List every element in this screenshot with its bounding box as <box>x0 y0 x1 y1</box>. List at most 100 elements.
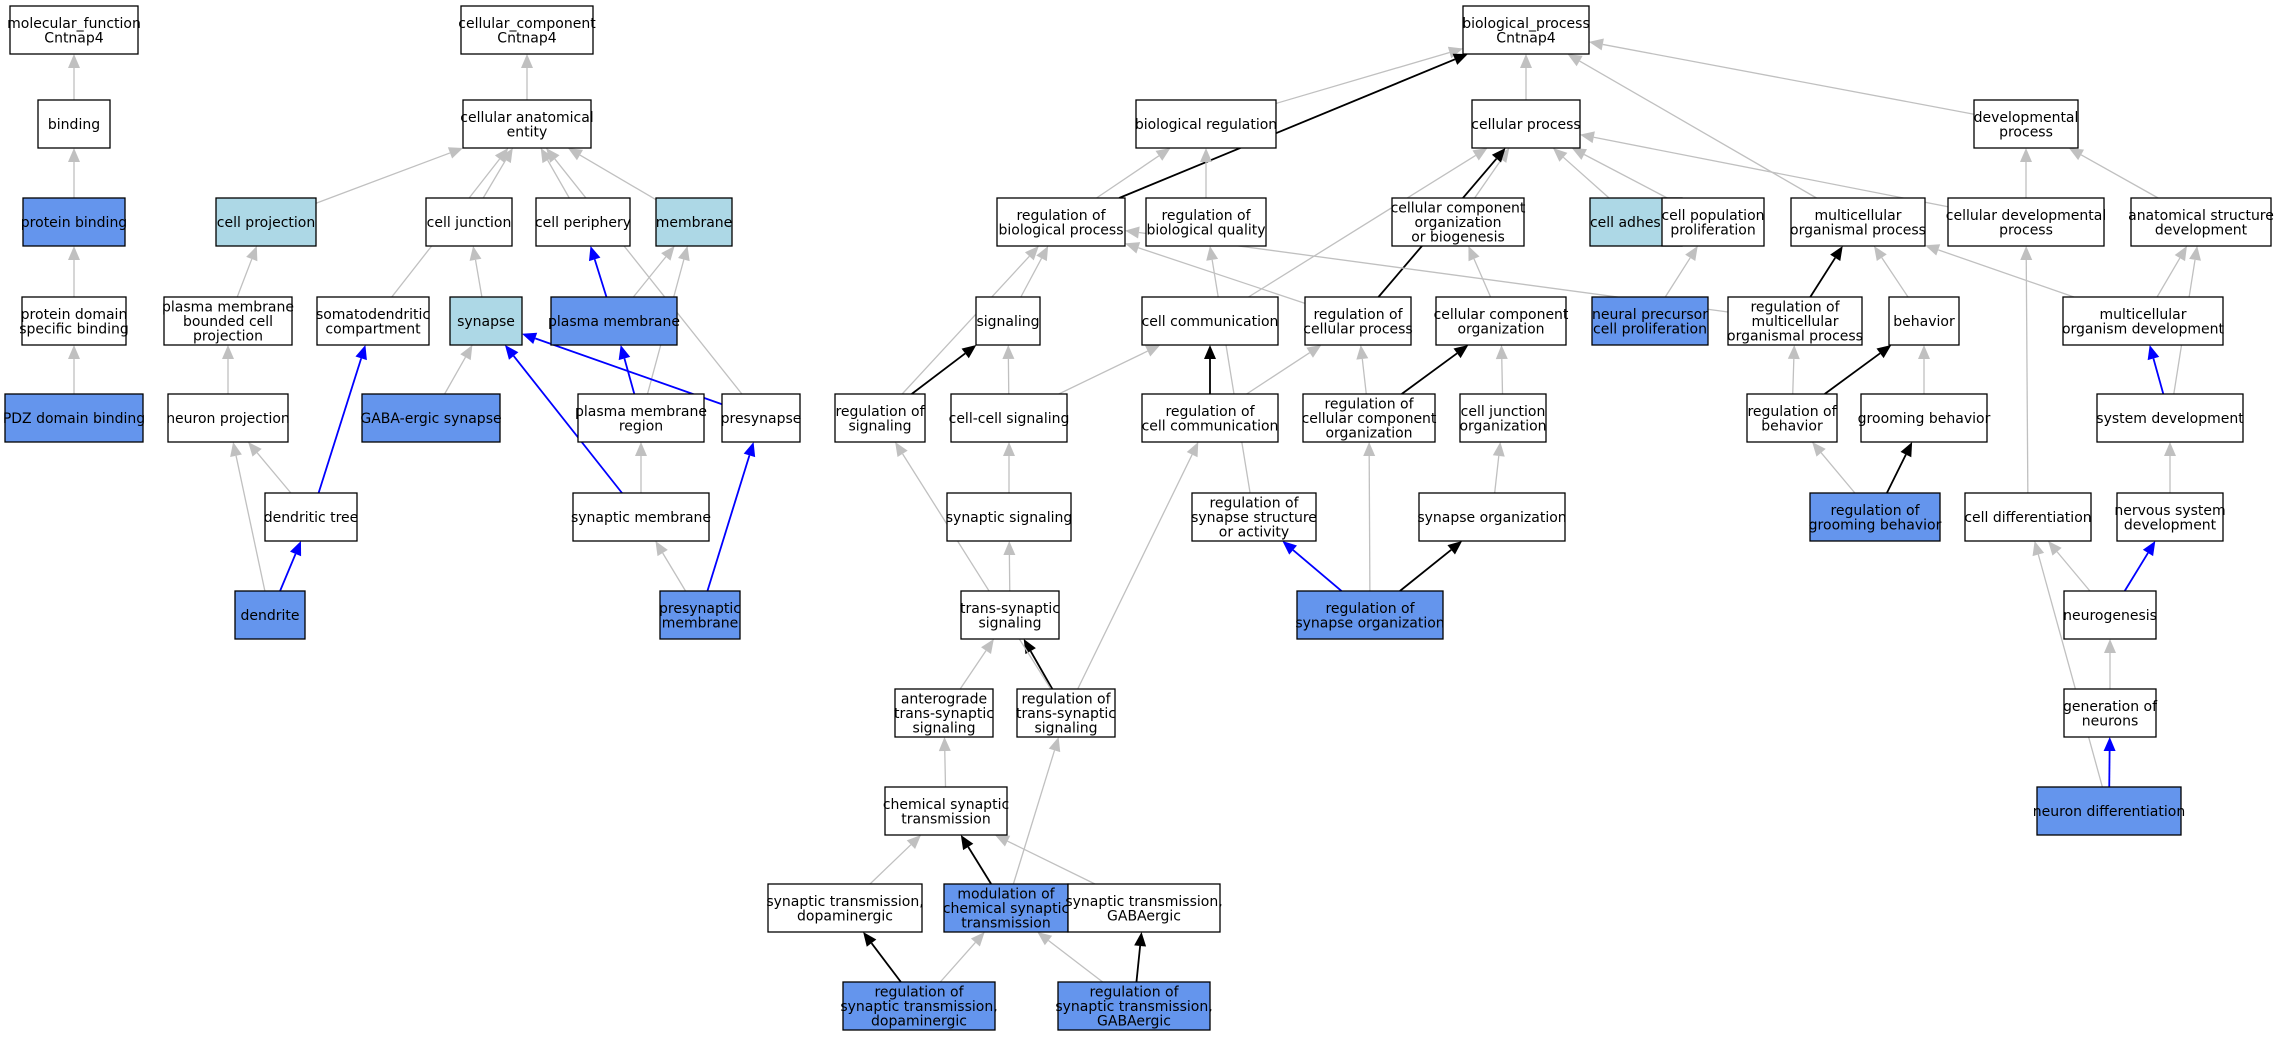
term-box[interactable] <box>950 393 1068 443</box>
term-box[interactable] <box>1141 296 1279 346</box>
go-term-neuron-diff[interactable]: neuron differentiation <box>2033 786 2185 836</box>
term-box[interactable] <box>4 393 144 443</box>
term-box[interactable] <box>535 197 631 247</box>
term-box[interactable] <box>1191 492 1317 542</box>
go-term-neurogenesis[interactable]: neurogenesis <box>2063 590 2157 640</box>
term-box[interactable] <box>834 393 926 443</box>
term-box[interactable] <box>462 99 592 149</box>
go-term-binding[interactable]: binding <box>37 99 111 149</box>
term-box[interactable] <box>659 590 741 640</box>
go-term-behavior[interactable]: behavior <box>1888 296 1960 346</box>
go-term-presynapse[interactable]: presynapse <box>721 393 802 443</box>
term-box[interactable] <box>1947 197 2105 247</box>
term-box[interactable] <box>234 590 306 640</box>
term-box[interactable] <box>1435 296 1567 346</box>
term-box[interactable] <box>1296 590 1444 640</box>
term-box[interactable] <box>842 981 996 1031</box>
term-box[interactable] <box>2096 393 2244 443</box>
term-box[interactable] <box>1304 296 1412 346</box>
term-box[interactable] <box>1888 296 1960 346</box>
term-box[interactable] <box>960 590 1060 640</box>
term-box[interactable] <box>21 296 127 346</box>
term-box[interactable] <box>1016 688 1116 738</box>
term-box[interactable] <box>1145 197 1267 247</box>
term-box[interactable] <box>37 99 111 149</box>
term-box[interactable] <box>1462 5 1590 55</box>
go-term-cell-comm[interactable]: cell communication <box>1141 296 1279 346</box>
term-box[interactable] <box>1057 981 1211 1031</box>
term-box[interactable] <box>1661 197 1765 247</box>
term-box[interactable] <box>975 296 1041 346</box>
go-term-gaba-synapse[interactable]: GABA-ergic synapse <box>360 393 502 443</box>
term-box[interactable] <box>163 296 293 346</box>
go-term-pdz-binding[interactable]: PDZ domain binding <box>3 393 145 443</box>
go-term-membrane[interactable]: membrane <box>655 197 733 247</box>
term-box[interactable] <box>264 492 358 542</box>
term-box[interactable] <box>894 688 994 738</box>
term-box[interactable] <box>2063 688 2157 738</box>
term-box[interactable] <box>1591 296 1709 346</box>
go-term-synapse[interactable]: synapse <box>449 296 523 346</box>
term-box[interactable] <box>9 5 139 55</box>
go-term-bio-reg[interactable]: biological regulation <box>1135 99 1277 149</box>
term-box[interactable] <box>577 393 705 443</box>
go-term-syn-dopa[interactable]: synaptic transmission,dopaminergic <box>766 883 924 933</box>
go-term-synapse-org[interactable]: synapse organization <box>1417 492 1567 542</box>
term-box[interactable] <box>167 393 289 443</box>
go-term-dendritic-tree[interactable]: dendritic tree <box>264 492 359 542</box>
term-box[interactable] <box>550 296 678 346</box>
go-term-synaptic-signaling[interactable]: synaptic signaling <box>946 492 1073 542</box>
term-box[interactable] <box>215 197 317 247</box>
term-box[interactable] <box>2130 197 2272 247</box>
term-box[interactable] <box>1790 197 1926 247</box>
term-box[interactable] <box>721 393 801 443</box>
term-box[interactable] <box>2116 492 2224 542</box>
term-box[interactable] <box>1391 197 1525 247</box>
term-box[interactable] <box>1141 393 1279 443</box>
go-term-cell-projection[interactable]: cell projection <box>215 197 317 247</box>
term-box[interactable] <box>1860 393 1988 443</box>
term-box[interactable] <box>1964 492 2092 542</box>
term-box[interactable] <box>1809 492 1941 542</box>
term-box[interactable] <box>1459 393 1547 443</box>
go-term-protein-binding[interactable]: protein binding <box>21 197 127 247</box>
term-box[interactable] <box>2036 786 2182 836</box>
term-box[interactable] <box>1418 492 1566 542</box>
term-box[interactable] <box>425 197 513 247</box>
term-box[interactable] <box>767 883 923 933</box>
term-box[interactable] <box>1727 296 1863 346</box>
go-term-cell-diff[interactable]: cell differentiation <box>1964 492 2092 542</box>
term-box[interactable] <box>655 197 733 247</box>
go-term-cell-cell-signaling[interactable]: cell-cell signaling <box>949 393 1070 443</box>
go-term-syn-gaba[interactable]: synaptic transmission,GABAergic <box>1065 883 1223 933</box>
term-box[interactable] <box>1302 393 1436 443</box>
go-term-plasma-membrane[interactable]: plasma membrane <box>548 296 680 346</box>
